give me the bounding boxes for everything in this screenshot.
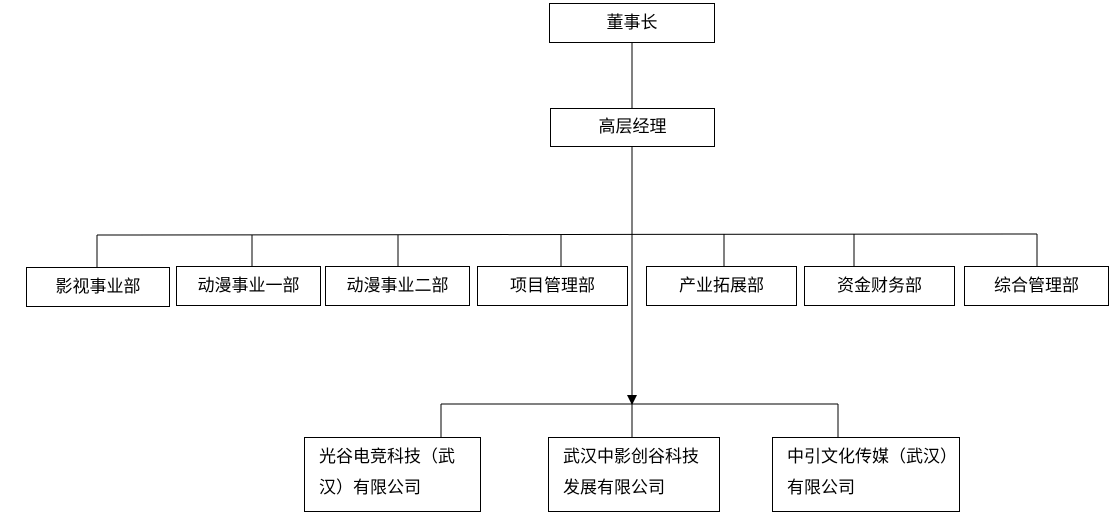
subsidiary-name-line2: 有限公司: [787, 478, 855, 498]
department-box-finance: 资金财务部: [804, 266, 955, 306]
dept-bus-line: [96, 233, 1038, 236]
arrowhead-icon: [627, 395, 637, 405]
subsidiary-name-line1: 中引文化传媒（武汉）: [787, 447, 957, 467]
department-box-animation-1: 动漫事业一部: [176, 266, 321, 306]
subsidiary-name-line2: 汉）有限公司: [319, 478, 421, 498]
subsidiary-box-zhongyin-culture: 中引文化传媒（武汉） 有限公司: [772, 437, 960, 512]
department-box-project-management: 项目管理部: [477, 266, 628, 306]
department-box-film: 影视事业部: [26, 267, 170, 307]
chairman-box: 董事长: [549, 3, 715, 43]
department-box-industry-expansion: 产业拓展部: [646, 266, 797, 306]
department-box-animation-2: 动漫事业二部: [325, 266, 470, 306]
subsidiary-name-line1: 武汉中影创谷科技: [563, 447, 699, 467]
subsidiary-name-line2: 发展有限公司: [563, 478, 665, 498]
subsidiary-box-wuhan-zhongying: 武汉中影创谷科技 发展有限公司: [548, 437, 720, 512]
senior-management-box: 高层经理: [550, 108, 715, 147]
department-box-general-management: 综合管理部: [964, 266, 1109, 306]
subsidiary-name-line1: 光谷电竞科技（武: [319, 447, 455, 467]
subsidiary-box-guanggu-esports: 光谷电竞科技（武 汉）有限公司: [304, 437, 481, 512]
